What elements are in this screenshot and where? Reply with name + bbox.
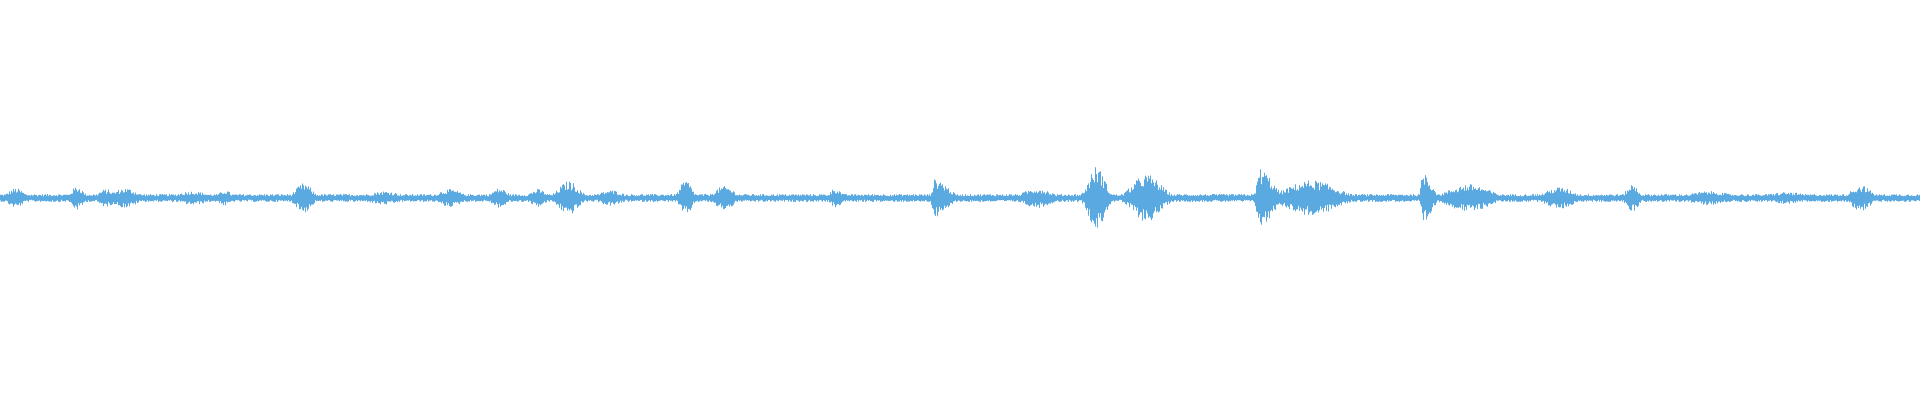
waveform-trace xyxy=(0,167,1920,228)
